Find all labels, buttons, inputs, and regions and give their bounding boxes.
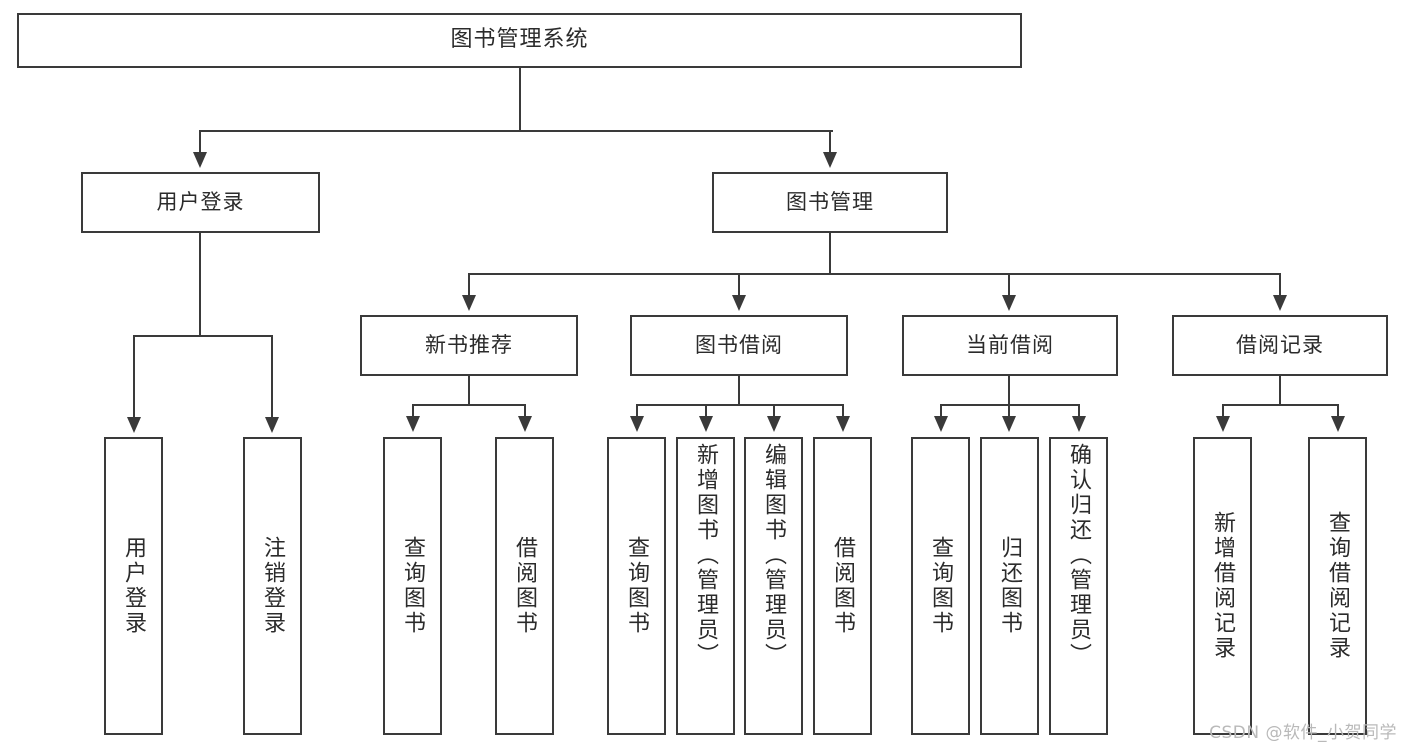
arrowhead-user-login — [193, 152, 207, 168]
arrowhead-book-manage — [823, 152, 837, 168]
node-user-login[interactable]: 用户登录 — [81, 172, 320, 233]
leaf-label: 借阅图书 — [830, 536, 856, 636]
connector-drop-leaf-ul-1 — [133, 335, 135, 421]
connector-drop-nbr-1 — [412, 404, 414, 420]
node-label: 图书管理 — [786, 189, 874, 214]
node-label: 用户登录 — [156, 189, 245, 214]
connector-book-manage-stem — [829, 233, 831, 273]
connector-drop-nbr-2 — [524, 404, 526, 420]
leaf-book-borrow-3[interactable]: 编辑图书（管理员） — [744, 437, 803, 735]
connector-nbr-stem — [468, 376, 470, 404]
connector-drop-cb-1 — [940, 404, 942, 420]
leaf-label: 查询图书 — [400, 536, 426, 636]
arrowhead-nbr-2 — [518, 416, 532, 432]
leaf-label: 用户登录 — [121, 536, 147, 636]
leaf-book-borrow-1[interactable]: 查询图书 — [607, 437, 666, 735]
connector-drop-user-login — [199, 130, 201, 156]
leaf-label: 查询借阅记录 — [1325, 511, 1351, 661]
node-book-borrow[interactable]: 图书借阅 — [630, 315, 848, 376]
arrowhead-borrow-record — [1273, 295, 1287, 311]
connector-cb-stem — [1008, 376, 1010, 404]
arrowhead-cb-1 — [934, 416, 948, 432]
connector-br-bus — [1222, 404, 1338, 406]
leaf-user-login-2[interactable]: 注销登录 — [243, 437, 302, 735]
node-book-manage[interactable]: 图书管理 — [712, 172, 948, 233]
connector-drop-br-1 — [1222, 404, 1224, 420]
leaf-book-borrow-4[interactable]: 借阅图书 — [813, 437, 872, 735]
leaf-label: 借阅图书 — [512, 536, 538, 636]
node-label: 当前借阅 — [966, 332, 1054, 357]
node-label: 新书推荐 — [425, 332, 513, 357]
connector-drop-bb-2 — [705, 404, 707, 420]
connector-drop-new-book-rec — [468, 273, 470, 299]
connector-drop-borrow-record — [1279, 273, 1281, 299]
leaf-current-borrow-2[interactable]: 归还图书 — [980, 437, 1039, 735]
node-root-system[interactable]: 图书管理系统 — [17, 13, 1022, 68]
connector-drop-bb-3 — [773, 404, 775, 420]
leaf-label: 查询图书 — [624, 536, 650, 636]
connector-drop-leaf-ul-2 — [271, 335, 273, 421]
connector-drop-book-manage — [829, 130, 831, 156]
connector-drop-book-borrow — [738, 273, 740, 299]
leaf-user-login-1[interactable]: 用户登录 — [104, 437, 163, 735]
connector-user-login-stem — [199, 233, 201, 335]
leaf-current-borrow-1[interactable]: 查询图书 — [911, 437, 970, 735]
leaf-label: 归还图书 — [997, 536, 1023, 636]
arrowhead-leaf-ul-2 — [265, 417, 279, 433]
connector-bb-stem — [738, 376, 740, 404]
leaf-new-book-rec-1[interactable]: 查询图书 — [383, 437, 442, 735]
arrowhead-cb-3 — [1072, 416, 1086, 432]
node-current-borrow[interactable]: 当前借阅 — [902, 315, 1118, 376]
arrowhead-bb-2 — [699, 416, 713, 432]
connector-book-manage-bus — [468, 273, 1281, 275]
connector-root-bus — [199, 130, 833, 132]
node-new-book-rec[interactable]: 新书推荐 — [360, 315, 578, 376]
leaf-label: 确认归还（管理员） — [1066, 443, 1092, 668]
leaf-current-borrow-3[interactable]: 确认归还（管理员） — [1049, 437, 1108, 735]
node-label: 图书管理系统 — [450, 27, 589, 53]
leaf-label: 新增借阅记录 — [1210, 511, 1236, 661]
leaf-label: 注销登录 — [260, 536, 286, 636]
arrowhead-br-1 — [1216, 416, 1230, 432]
connector-cb-bus — [940, 404, 1080, 406]
leaf-label: 新增图书（管理员） — [693, 443, 719, 668]
leaf-new-book-rec-2[interactable]: 借阅图书 — [495, 437, 554, 735]
connector-bb-bus — [636, 404, 844, 406]
leaf-label: 编辑图书（管理员） — [761, 443, 787, 668]
connector-br-stem — [1279, 376, 1281, 404]
arrowhead-br-2 — [1331, 416, 1345, 432]
connector-drop-cb-2 — [1008, 404, 1010, 420]
connector-nbr-bus — [412, 404, 526, 406]
connector-drop-current-borrow — [1008, 273, 1010, 299]
connector-drop-bb-1 — [636, 404, 638, 420]
arrowhead-leaf-ul-1 — [127, 417, 141, 433]
arrowhead-cb-2 — [1002, 416, 1016, 432]
connector-root-stem — [519, 68, 521, 130]
leaf-borrow-record-2[interactable]: 查询借阅记录 — [1308, 437, 1367, 735]
connector-drop-cb-3 — [1078, 404, 1080, 420]
arrowhead-bb-1 — [630, 416, 644, 432]
arrowhead-bb-3 — [767, 416, 781, 432]
leaf-label: 查询图书 — [928, 536, 954, 636]
arrowhead-bb-4 — [836, 416, 850, 432]
connector-user-login-bus — [133, 335, 273, 337]
arrowhead-book-borrow — [732, 295, 746, 311]
node-borrow-record[interactable]: 借阅记录 — [1172, 315, 1388, 376]
connector-drop-br-2 — [1337, 404, 1339, 420]
arrowhead-current-borrow — [1002, 295, 1016, 311]
connector-drop-bb-4 — [842, 404, 844, 420]
leaf-borrow-record-1[interactable]: 新增借阅记录 — [1193, 437, 1252, 735]
node-label: 借阅记录 — [1236, 332, 1324, 357]
node-label: 图书借阅 — [695, 332, 783, 357]
arrowhead-nbr-1 — [406, 416, 420, 432]
leaf-book-borrow-2[interactable]: 新增图书（管理员） — [676, 437, 735, 735]
csdn-watermark: CSDN @软件_小贺同学 — [1209, 723, 1397, 743]
arrowhead-new-book-rec — [462, 295, 476, 311]
